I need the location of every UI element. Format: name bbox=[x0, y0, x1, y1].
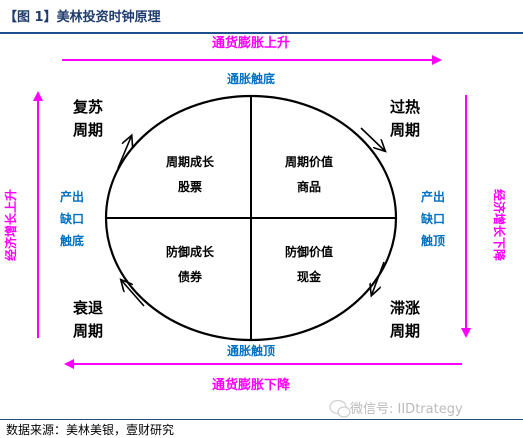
figure-title: 【图 1】美林投资时钟原理 bbox=[4, 10, 161, 25]
inflation-rising-label: 通货膨胀上升 bbox=[212, 35, 290, 51]
quadrant-bottom-right-line-1: 防御价值 bbox=[285, 244, 333, 259]
quadrant-top-right-line-2: 商品 bbox=[297, 179, 321, 194]
stagflation-phase-line-2: 周期 bbox=[390, 322, 420, 340]
title-bar: 【图 1】美林投资时钟原理 bbox=[0, 0, 523, 34]
clockwise-arrow-top-right bbox=[360, 127, 384, 150]
quadrant-bottom-left-line-1: 防御成长 bbox=[166, 244, 215, 259]
output-gap-trough-line-1: 产出 bbox=[60, 189, 84, 204]
overheat-phase-line-2: 周期 bbox=[390, 121, 420, 139]
quadrant-top-left-line-2: 股票 bbox=[178, 179, 202, 194]
quadrant-top-left-line-1: 周期成长 bbox=[166, 154, 215, 169]
wechat-watermark: 微信号: IIDtrategy bbox=[350, 402, 463, 417]
quadrant-bottom-right-line-2: 现金 bbox=[297, 269, 322, 284]
quadrant-top-right-line-1: 周期价值 bbox=[285, 154, 333, 169]
quadrant-bottom-left-line-2: 债券 bbox=[178, 269, 203, 284]
recession-phase-line-2: 周期 bbox=[73, 322, 103, 340]
clockwise-arrow-bottom-left bbox=[122, 281, 145, 307]
inflation-peak-label: 通胀触顶 bbox=[227, 343, 275, 358]
stagflation-phase-line-1: 滞涨 bbox=[390, 299, 420, 317]
inflation-trough-label: 通胀触底 bbox=[227, 71, 275, 86]
output-gap-peak-line-2: 缺口 bbox=[421, 211, 445, 226]
source-note: 数据来源：美林美银，壹财研究 bbox=[6, 423, 175, 437]
footer-divider bbox=[0, 419, 523, 420]
output-gap-trough-line-3: 触底 bbox=[60, 233, 84, 248]
clockwise-arrow-top-left bbox=[117, 137, 131, 169]
recovery-phase-line-2: 周期 bbox=[73, 121, 103, 139]
recovery-phase-line-1: 复苏 bbox=[72, 98, 103, 116]
clockwise-arrow-bottom-right bbox=[372, 261, 385, 294]
growth-falling-label: 经济增长下降 bbox=[492, 189, 507, 262]
inflation-falling-label: 通货膨胀下降 bbox=[212, 377, 291, 393]
overheat-phase-line-1: 过热 bbox=[390, 98, 420, 116]
output-gap-peak-line-3: 触顶 bbox=[421, 233, 445, 248]
output-gap-trough-line-2: 缺口 bbox=[60, 211, 84, 226]
recession-phase-line-1: 衰退 bbox=[72, 299, 103, 317]
growth-rising-label: 经济增长上升 bbox=[3, 189, 18, 261]
wechat-watermark-icon bbox=[329, 399, 351, 418]
output-gap-peak-line-1: 产出 bbox=[421, 189, 445, 204]
